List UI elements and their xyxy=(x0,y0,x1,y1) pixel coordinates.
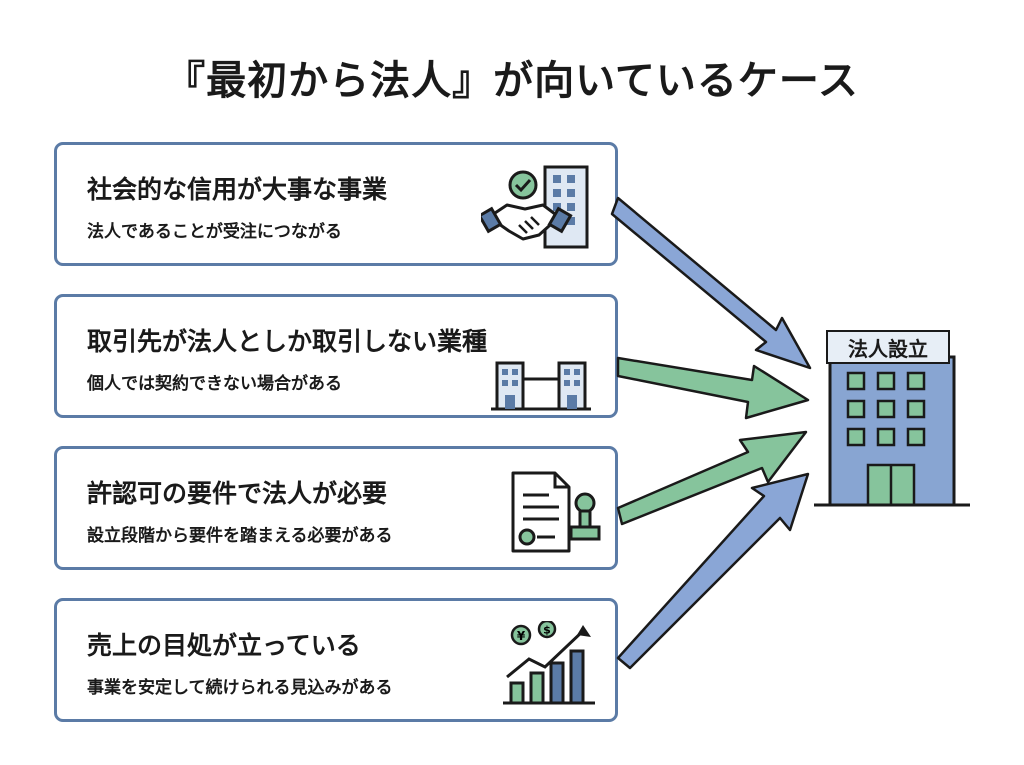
arrow-case2 xyxy=(616,356,810,420)
case-subtext: 法人であることが受注につながる xyxy=(87,222,342,242)
svg-text:¥: ¥ xyxy=(517,629,526,643)
growth-chart-icon: ¥ $ xyxy=(499,619,599,713)
svg-text:$: $ xyxy=(543,624,551,637)
case-card-credibility: 社会的な信用が大事な事業 法人であることが受注につながる xyxy=(54,142,618,266)
case-heading: 取引先が法人としか取引しない業種 xyxy=(87,327,488,356)
office-building-icon xyxy=(812,325,972,515)
arrow-case4 xyxy=(616,472,810,670)
case-heading: 社会的な信用が大事な事業 xyxy=(87,175,388,204)
arrow-case1 xyxy=(610,196,812,370)
arrow-case3 xyxy=(616,430,808,526)
case-subtext: 事業を安定して続けられる見込みがある xyxy=(87,678,393,698)
case-heading: 売上の目処が立っている xyxy=(87,631,361,660)
case-card-revenue-outlook: 売上の目処が立っている 事業を安定して続けられる見込みがある ¥ $ xyxy=(54,598,618,722)
page-title: 『最初から法人』が向いているケース xyxy=(165,58,859,104)
document-stamp-icon xyxy=(501,467,601,563)
case-card-license-requirement: 許認可の要件で法人が必要 設立段階から要件を踏まえる必要がある xyxy=(54,446,618,570)
case-subtext: 設立段階から要件を踏まえる必要がある xyxy=(87,526,393,546)
case-card-corporate-only-clients: 取引先が法人としか取引しない業種 個人では契約できない場合がある xyxy=(54,294,618,418)
target-label: 法人設立 xyxy=(826,330,950,364)
case-subtext: 個人では契約できない場合がある xyxy=(87,374,342,394)
connected-buildings-icon xyxy=(489,357,593,417)
handshake-building-icon xyxy=(477,159,601,255)
case-heading: 許認可の要件で法人が必要 xyxy=(87,479,388,508)
